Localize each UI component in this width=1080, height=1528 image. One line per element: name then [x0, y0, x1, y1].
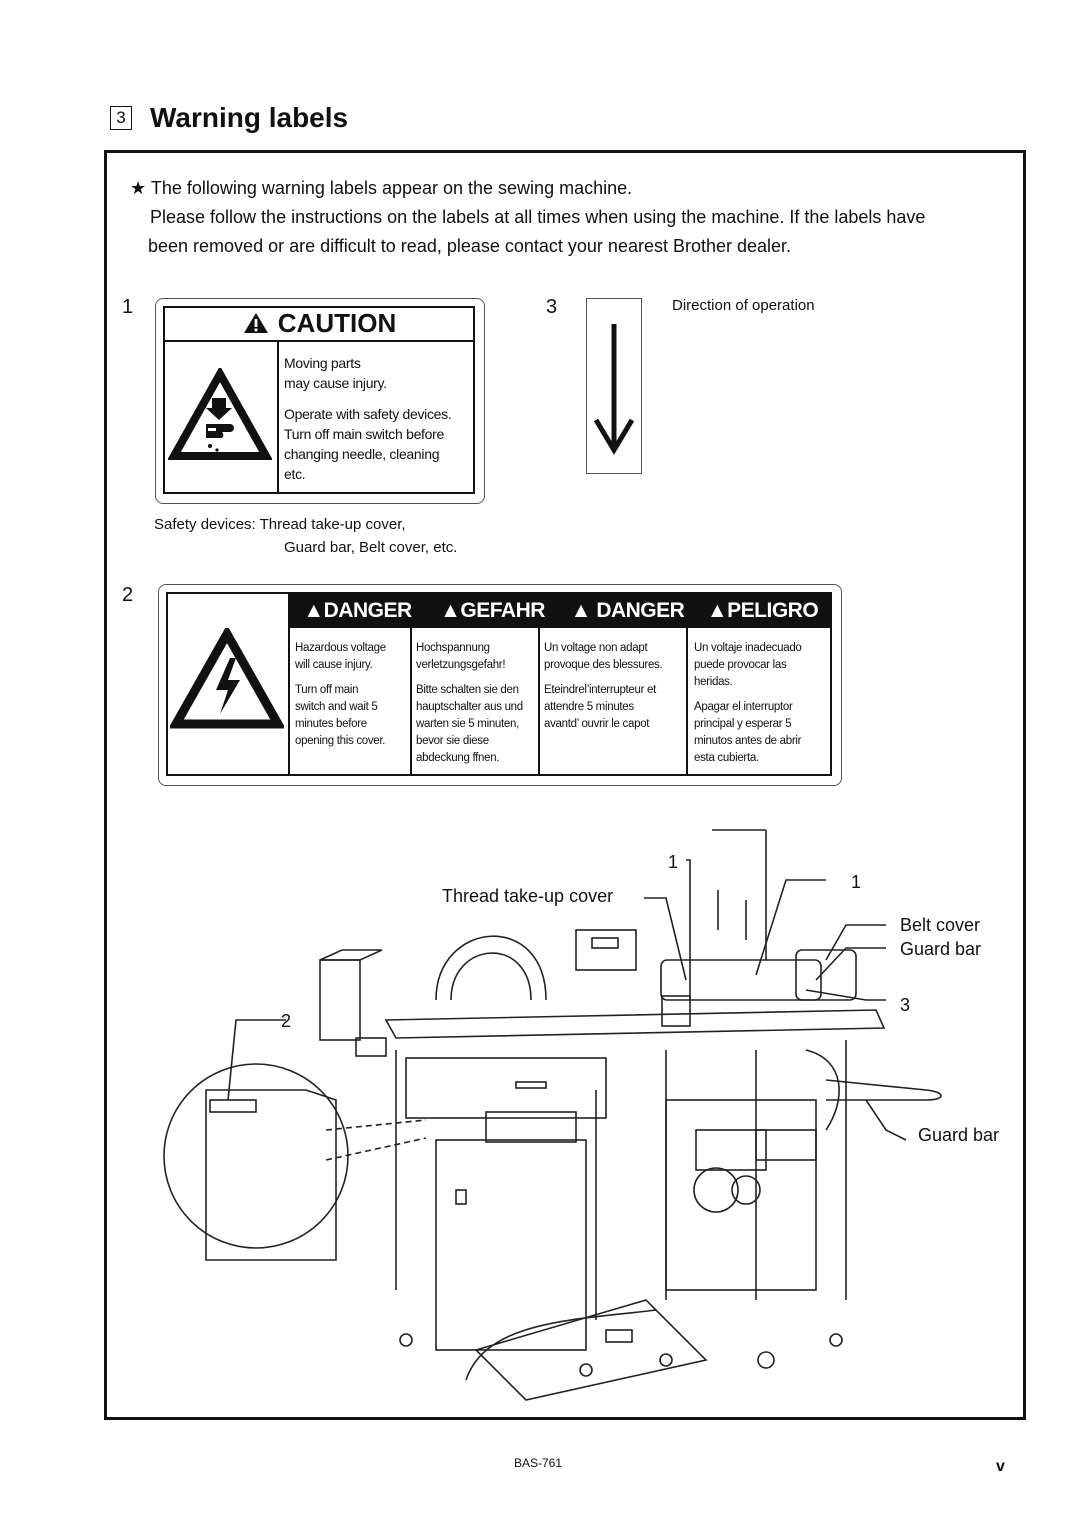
safety-devices-note-2: Guard bar, Belt cover, etc.: [284, 539, 458, 556]
label-1-number: 1: [122, 296, 134, 318]
danger-text-es: Un voltaje inadecuado puede provocar las…: [694, 642, 802, 764]
belt-cover-callout: Belt cover: [900, 915, 981, 935]
hand-crush-icon: [168, 368, 272, 460]
guard-bar-top-callout: Guard bar: [900, 939, 982, 959]
warning-triangle-icon: ▲: [440, 599, 461, 622]
section-title: Warning labels: [150, 102, 349, 133]
danger-column-divider: [538, 628, 540, 776]
callout-1a: 1: [668, 852, 679, 872]
danger-column-divider: [410, 628, 412, 776]
intro-line-1: ★ The following warning labels appear on…: [130, 178, 633, 198]
danger-column-divider: [686, 628, 688, 776]
warning-triangle-icon: ▲: [303, 599, 324, 622]
intro-line-2: Please follow the instructions on the la…: [150, 207, 926, 227]
high-voltage-icon: [170, 628, 284, 729]
caution-divider: [277, 342, 279, 494]
warning-triangle-icon: [243, 313, 268, 333]
caution-text-b: Operate with safety devices. Turn off ma…: [284, 406, 452, 482]
danger-text-de: Hochspannung verletzungsgefahr! Bitte sc…: [416, 642, 523, 764]
danger-label: [166, 592, 832, 776]
danger-text-fr: Un voltage non adapt provoque des blessu…: [544, 642, 663, 730]
danger-label-outline: [158, 584, 842, 786]
label-3-number: 3: [546, 296, 558, 318]
model-number: BAS-761: [514, 1456, 563, 1470]
warning-triangle-icon: ▲: [706, 599, 728, 622]
down-arrow-icon: [593, 324, 635, 455]
sewing-machine-illustration: [163, 829, 942, 1401]
danger-header-fr: ▲ DANGER: [570, 599, 685, 622]
safety-devices-note-1: Safety devices: Thread take-up cover,: [154, 516, 406, 533]
danger-text-en: Hazardous voltage will cause injury. Tur…: [295, 642, 386, 747]
callout-1b: 1: [851, 872, 862, 892]
label-2-number: 2: [122, 584, 134, 606]
danger-header-bar: ▲DANGER ▲GEFAHR ▲ DANGER ▲PELIGRO: [290, 594, 830, 628]
warning-triangle-icon: ▲: [570, 599, 592, 622]
danger-header-es: ▲PELIGRO: [706, 599, 819, 622]
section-number: 3: [110, 106, 132, 130]
callout-2: 2: [281, 1011, 292, 1031]
direction-label: [586, 298, 642, 474]
danger-left-divider: [288, 592, 290, 776]
section-heading: 3 Warning labels: [110, 100, 348, 136]
star-icon: ★: [130, 178, 147, 198]
intro-line-3: been removed or are difficult to read, p…: [148, 236, 792, 256]
callout-3: 3: [900, 995, 911, 1015]
caution-text-a: Moving parts may cause injury.: [284, 355, 387, 391]
guard-bar-bottom-callout: Guard bar: [918, 1125, 1000, 1145]
direction-caption: Direction of operation: [672, 297, 815, 314]
content-frame: [104, 150, 1026, 1420]
danger-header-de: ▲GEFAHR: [440, 599, 545, 622]
caution-label-outline: [155, 298, 485, 504]
caution-label: [163, 306, 475, 494]
page-number: v: [996, 1458, 1005, 1475]
thread-take-up-cover-callout: Thread take-up cover: [442, 886, 614, 906]
danger-header-en: ▲DANGER: [303, 599, 412, 622]
caution-header: CAUTION: [163, 306, 475, 342]
